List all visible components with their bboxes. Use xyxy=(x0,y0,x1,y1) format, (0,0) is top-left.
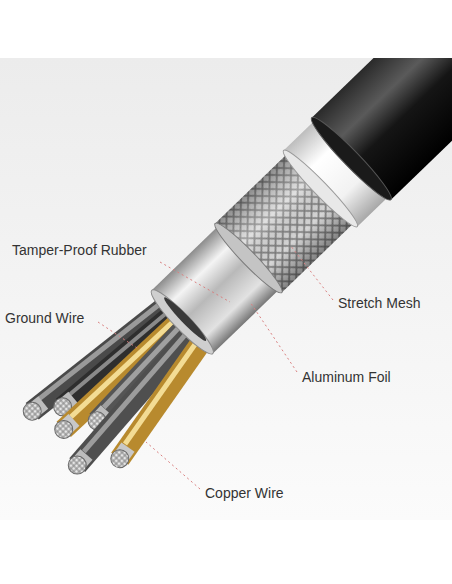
part-label: Ground Wire xyxy=(5,309,84,327)
foil-edge xyxy=(146,285,219,359)
foil-opening xyxy=(161,295,208,344)
part-label: Stretch Mesh xyxy=(338,294,420,312)
leader-line xyxy=(160,262,230,302)
leader-lines xyxy=(98,245,333,489)
part-label: Aluminum Foil xyxy=(302,368,391,386)
leader-line xyxy=(146,442,200,489)
leader-line xyxy=(250,302,297,372)
jacket-edge xyxy=(306,112,397,205)
mesh-edge xyxy=(210,219,287,298)
leader-line xyxy=(290,245,333,300)
cable xyxy=(10,58,452,496)
part-label: Copper Wire xyxy=(205,484,284,502)
part-label: Tamper-Proof Rubber xyxy=(12,241,147,259)
jacket xyxy=(312,58,452,200)
leader-line xyxy=(98,322,140,350)
